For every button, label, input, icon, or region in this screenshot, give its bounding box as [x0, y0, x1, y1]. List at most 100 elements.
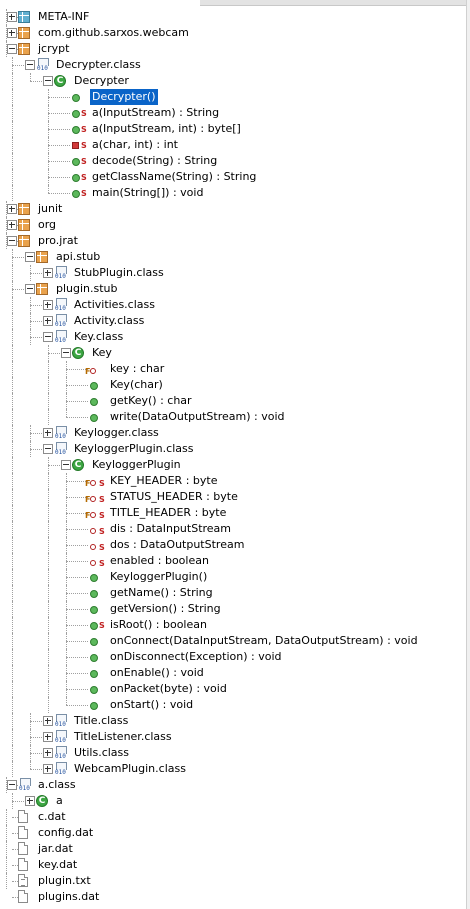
tree-item-label[interactable]: TITLE_HEADER : byte	[110, 506, 227, 519]
tree-item-label[interactable]: decode(String) : String	[92, 154, 218, 167]
expand-toggle[interactable]	[43, 428, 53, 438]
tree-row[interactable]: plugin.txt	[0, 873, 466, 889]
tree-item-label[interactable]: pro.jrat	[38, 234, 78, 247]
tree-row[interactable]: getVersion() : String	[0, 601, 466, 617]
tree-item-label[interactable]: onStart() : void	[110, 698, 194, 711]
vertical-scrollbar[interactable]	[466, 0, 470, 909]
tree-row[interactable]: plugin.stub	[0, 281, 466, 297]
tree-item-label[interactable]: TitleListener.class	[74, 730, 172, 743]
tree-item-label[interactable]: Utils.class	[74, 746, 130, 759]
collapse-toggle[interactable]	[61, 348, 71, 358]
tree-item-label[interactable]: Key	[92, 346, 112, 359]
collapse-toggle[interactable]	[43, 332, 53, 342]
tree-item-label[interactable]: jar.dat	[38, 842, 73, 855]
tree-item-label[interactable]: StubPlugin.class	[74, 266, 164, 279]
tree-item-label[interactable]: getVersion() : String	[110, 602, 221, 615]
tree-row[interactable]: Decrypter()	[0, 88, 466, 106]
tree-item-label[interactable]: onEnable() : void	[110, 666, 204, 679]
tree-item-label[interactable]: Activity.class	[74, 314, 145, 327]
tree-item-label[interactable]: enabled : boolean	[110, 554, 209, 567]
expand-toggle[interactable]	[7, 28, 17, 38]
tree-item-label[interactable]: KeyloggerPlugin()	[110, 570, 208, 583]
tree-row[interactable]: getKey() : char	[0, 393, 466, 409]
top-scrollbar[interactable]	[200, 0, 470, 6]
collapse-toggle[interactable]	[25, 60, 35, 70]
tree-row[interactable]: onEnable() : void	[0, 665, 466, 681]
tree-item-label[interactable]: config.dat	[38, 826, 94, 839]
tree-item-label[interactable]: onDisconnect(Exception) : void	[110, 650, 282, 663]
tree-item-label[interactable]: junit	[38, 202, 63, 215]
tree-item-label[interactable]: a	[56, 794, 63, 807]
tree-row[interactable]: onConnect(DataInputStream, DataOutputStr…	[0, 633, 466, 649]
tree-item-label[interactable]: dis : DataInputStream	[110, 522, 232, 535]
tree-item-label[interactable]: Decrypter.class	[56, 58, 141, 71]
tree-item-label[interactable]: jcrypt	[38, 42, 70, 55]
tree-row[interactable]: KeyloggerPlugin()	[0, 569, 466, 585]
tree-item-label[interactable]: Activities.class	[74, 298, 155, 311]
expand-toggle[interactable]	[7, 204, 17, 214]
collapse-toggle[interactable]	[7, 236, 17, 246]
collapse-toggle[interactable]	[7, 780, 17, 790]
tree-item-label[interactable]: plugin.txt	[38, 874, 91, 887]
tree-row[interactable]: plugins.dat	[0, 889, 466, 905]
collapse-toggle[interactable]	[25, 284, 35, 294]
tree-item-label[interactable]: a.class	[38, 778, 76, 791]
tree-item-label[interactable]: a(char, int) : int	[92, 138, 178, 151]
tree-item-label[interactable]: STATUS_HEADER : byte	[110, 490, 238, 503]
collapse-toggle[interactable]	[61, 460, 71, 470]
tree-row[interactable]: org	[0, 217, 466, 233]
tree-item-label[interactable]: WebcamPlugin.class	[74, 762, 186, 775]
tree-row[interactable]: META-INF	[0, 9, 466, 25]
tree-item-label[interactable]: onConnect(DataInputStream, DataOutputStr…	[110, 634, 418, 647]
expand-toggle[interactable]	[43, 764, 53, 774]
tree-row[interactable]: config.dat	[0, 825, 466, 841]
collapse-toggle[interactable]	[7, 44, 17, 54]
tree-item-label[interactable]: isRoot() : boolean	[110, 618, 207, 631]
expand-toggle[interactable]	[43, 748, 53, 758]
tree-item-label[interactable]: key : char	[110, 362, 165, 375]
collapse-toggle[interactable]	[43, 444, 53, 454]
expand-toggle[interactable]	[43, 716, 53, 726]
tree-row[interactable]: c.dat	[0, 809, 466, 825]
tree-row[interactable]: jcrypt	[0, 41, 466, 57]
collapse-toggle[interactable]	[25, 252, 35, 262]
tree-item-label[interactable]: com.github.sarxos.webcam	[38, 26, 189, 39]
tree-item-label[interactable]: main(String[]) : void	[92, 186, 204, 199]
tree-item-label[interactable]: plugins.dat	[38, 890, 100, 903]
tree-item-label[interactable]: Decrypter	[74, 74, 129, 87]
tree-row[interactable]: onDisconnect(Exception) : void	[0, 649, 466, 665]
tree-item-label[interactable]: a(InputStream, int) : byte[]	[92, 122, 241, 135]
tree-item-label[interactable]: key.dat	[38, 858, 78, 871]
tree-row[interactable]: com.github.sarxos.webcam	[0, 25, 466, 41]
tree-item-label[interactable]: Keylogger.class	[74, 426, 159, 439]
expand-toggle[interactable]	[7, 12, 17, 22]
tree-item-label[interactable]: KEY_HEADER : byte	[110, 474, 218, 487]
tree-item-label[interactable]: dos : DataOutputStream	[110, 538, 245, 551]
collapse-toggle[interactable]	[43, 76, 53, 86]
tree-row[interactable]: getName() : String	[0, 585, 466, 601]
tree-item-label[interactable]: Title.class	[74, 714, 129, 727]
tree-row[interactable]: jar.dat	[0, 841, 466, 857]
